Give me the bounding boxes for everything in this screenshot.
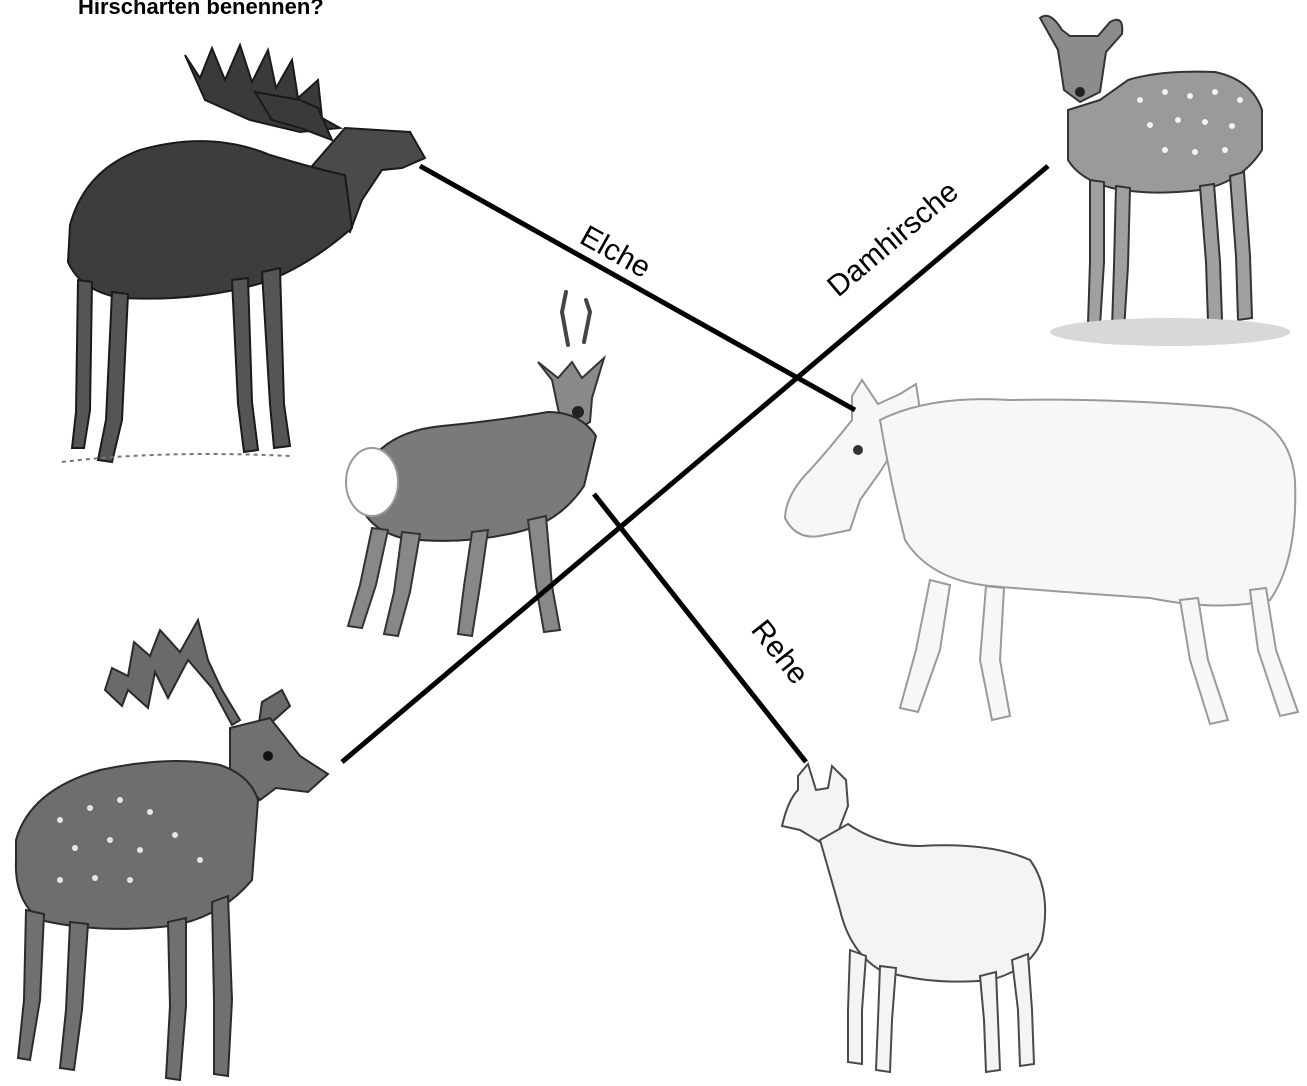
roe-buck-image[interactable] [346, 292, 604, 636]
cow-moose-eye-detail [853, 445, 863, 455]
rehe-label: Rehe [745, 614, 815, 691]
spotted-fawn-image[interactable] [1040, 16, 1290, 346]
fallow-stag-image[interactable] [16, 620, 328, 1080]
roe-doe-image[interactable] [782, 764, 1045, 1072]
elche-match-line [420, 166, 855, 410]
bull-moose-image[interactable] [62, 45, 425, 462]
cow-moose-image[interactable] [785, 380, 1298, 724]
damhirsche-label: Damhirsche [821, 175, 965, 304]
